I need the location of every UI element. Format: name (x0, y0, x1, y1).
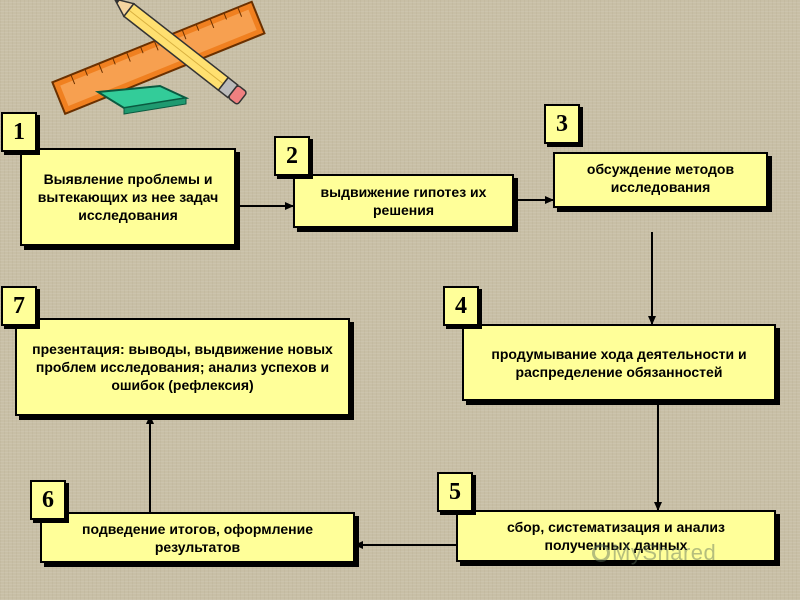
step-1-text: Выявление проблемы и вытекающих из нее з… (37, 171, 219, 223)
step-6-text: подведение итогов, оформление результато… (82, 520, 313, 555)
step-2-number-badge: 2 (274, 136, 310, 176)
step-5-box: сбор, систематизация и анализ полученных… (456, 510, 776, 562)
step-6-box: подведение итогов, оформление результато… (40, 512, 355, 563)
step-3-number: 3 (556, 110, 568, 137)
step-3-box: обсуждение методов исследования (553, 152, 768, 208)
step-6-number-badge: 6 (30, 480, 66, 520)
step-2-text: выдвижение гипотез их решения (320, 184, 487, 218)
step-4-text: продумывание хода деятельности и распред… (491, 345, 747, 380)
step-3-number-badge: 3 (544, 104, 580, 144)
ruler-pencil-eraser-icon (51, 0, 266, 116)
watermark: MyShared (612, 540, 717, 565)
step-6-number: 6 (42, 486, 54, 513)
step-4-box: продумывание хода деятельности и распред… (462, 324, 776, 401)
step-5-number-badge: 5 (437, 472, 473, 512)
step-2-box: выдвижение гипотез их решения (293, 174, 514, 228)
step-7-box: презентация: выводы, выдвижение новых пр… (15, 318, 350, 416)
step-7-number-badge: 7 (1, 286, 37, 326)
step-2-number: 2 (286, 142, 298, 169)
step-1-number-badge: 1 (1, 112, 37, 152)
step-1-number: 1 (13, 118, 25, 145)
step-5-number: 5 (449, 478, 461, 505)
step-5-text: сбор, систематизация и анализ полученных… (506, 519, 725, 553)
step-7-text: презентация: выводы, выдвижение новых пр… (32, 341, 333, 393)
step-3-text: обсуждение методов исследования (586, 161, 735, 195)
step-1-box: Выявление проблемы и вытекающих из нее з… (20, 148, 236, 246)
step-4-number-badge: 4 (443, 286, 479, 326)
step-4-number: 4 (455, 292, 467, 319)
watermark-logo-icon (592, 544, 610, 562)
step-7-number: 7 (13, 292, 25, 319)
